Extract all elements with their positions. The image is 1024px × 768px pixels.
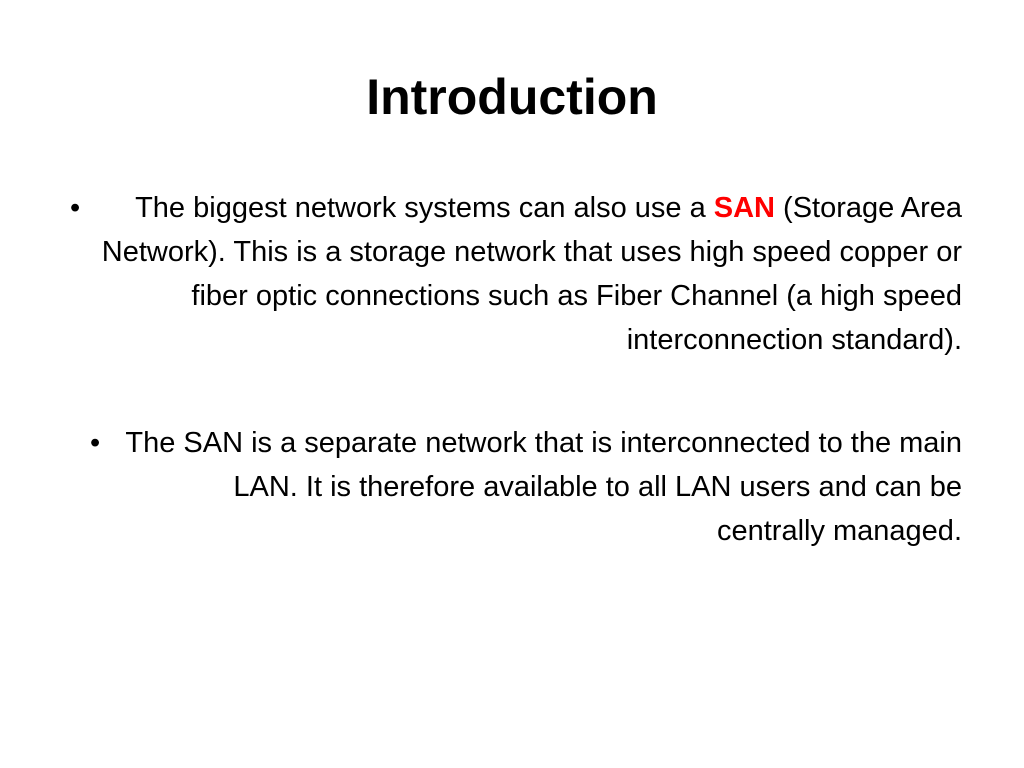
bullet-1-text-start: The biggest network systems can also use… xyxy=(135,192,714,224)
slide-title: Introduction xyxy=(366,69,658,125)
san-highlight: SAN xyxy=(713,192,775,224)
bullet-paragraph-1: The biggest network systems can also use… xyxy=(100,186,962,362)
bullet-point-icon: • xyxy=(90,427,101,459)
bullet-point-icon: • xyxy=(70,192,81,224)
bullet-paragraph-2: The SAN is a separate network that is in… xyxy=(125,427,962,547)
bullet-1-text-end: (Storage Area Network). This is a storag… xyxy=(101,192,962,356)
